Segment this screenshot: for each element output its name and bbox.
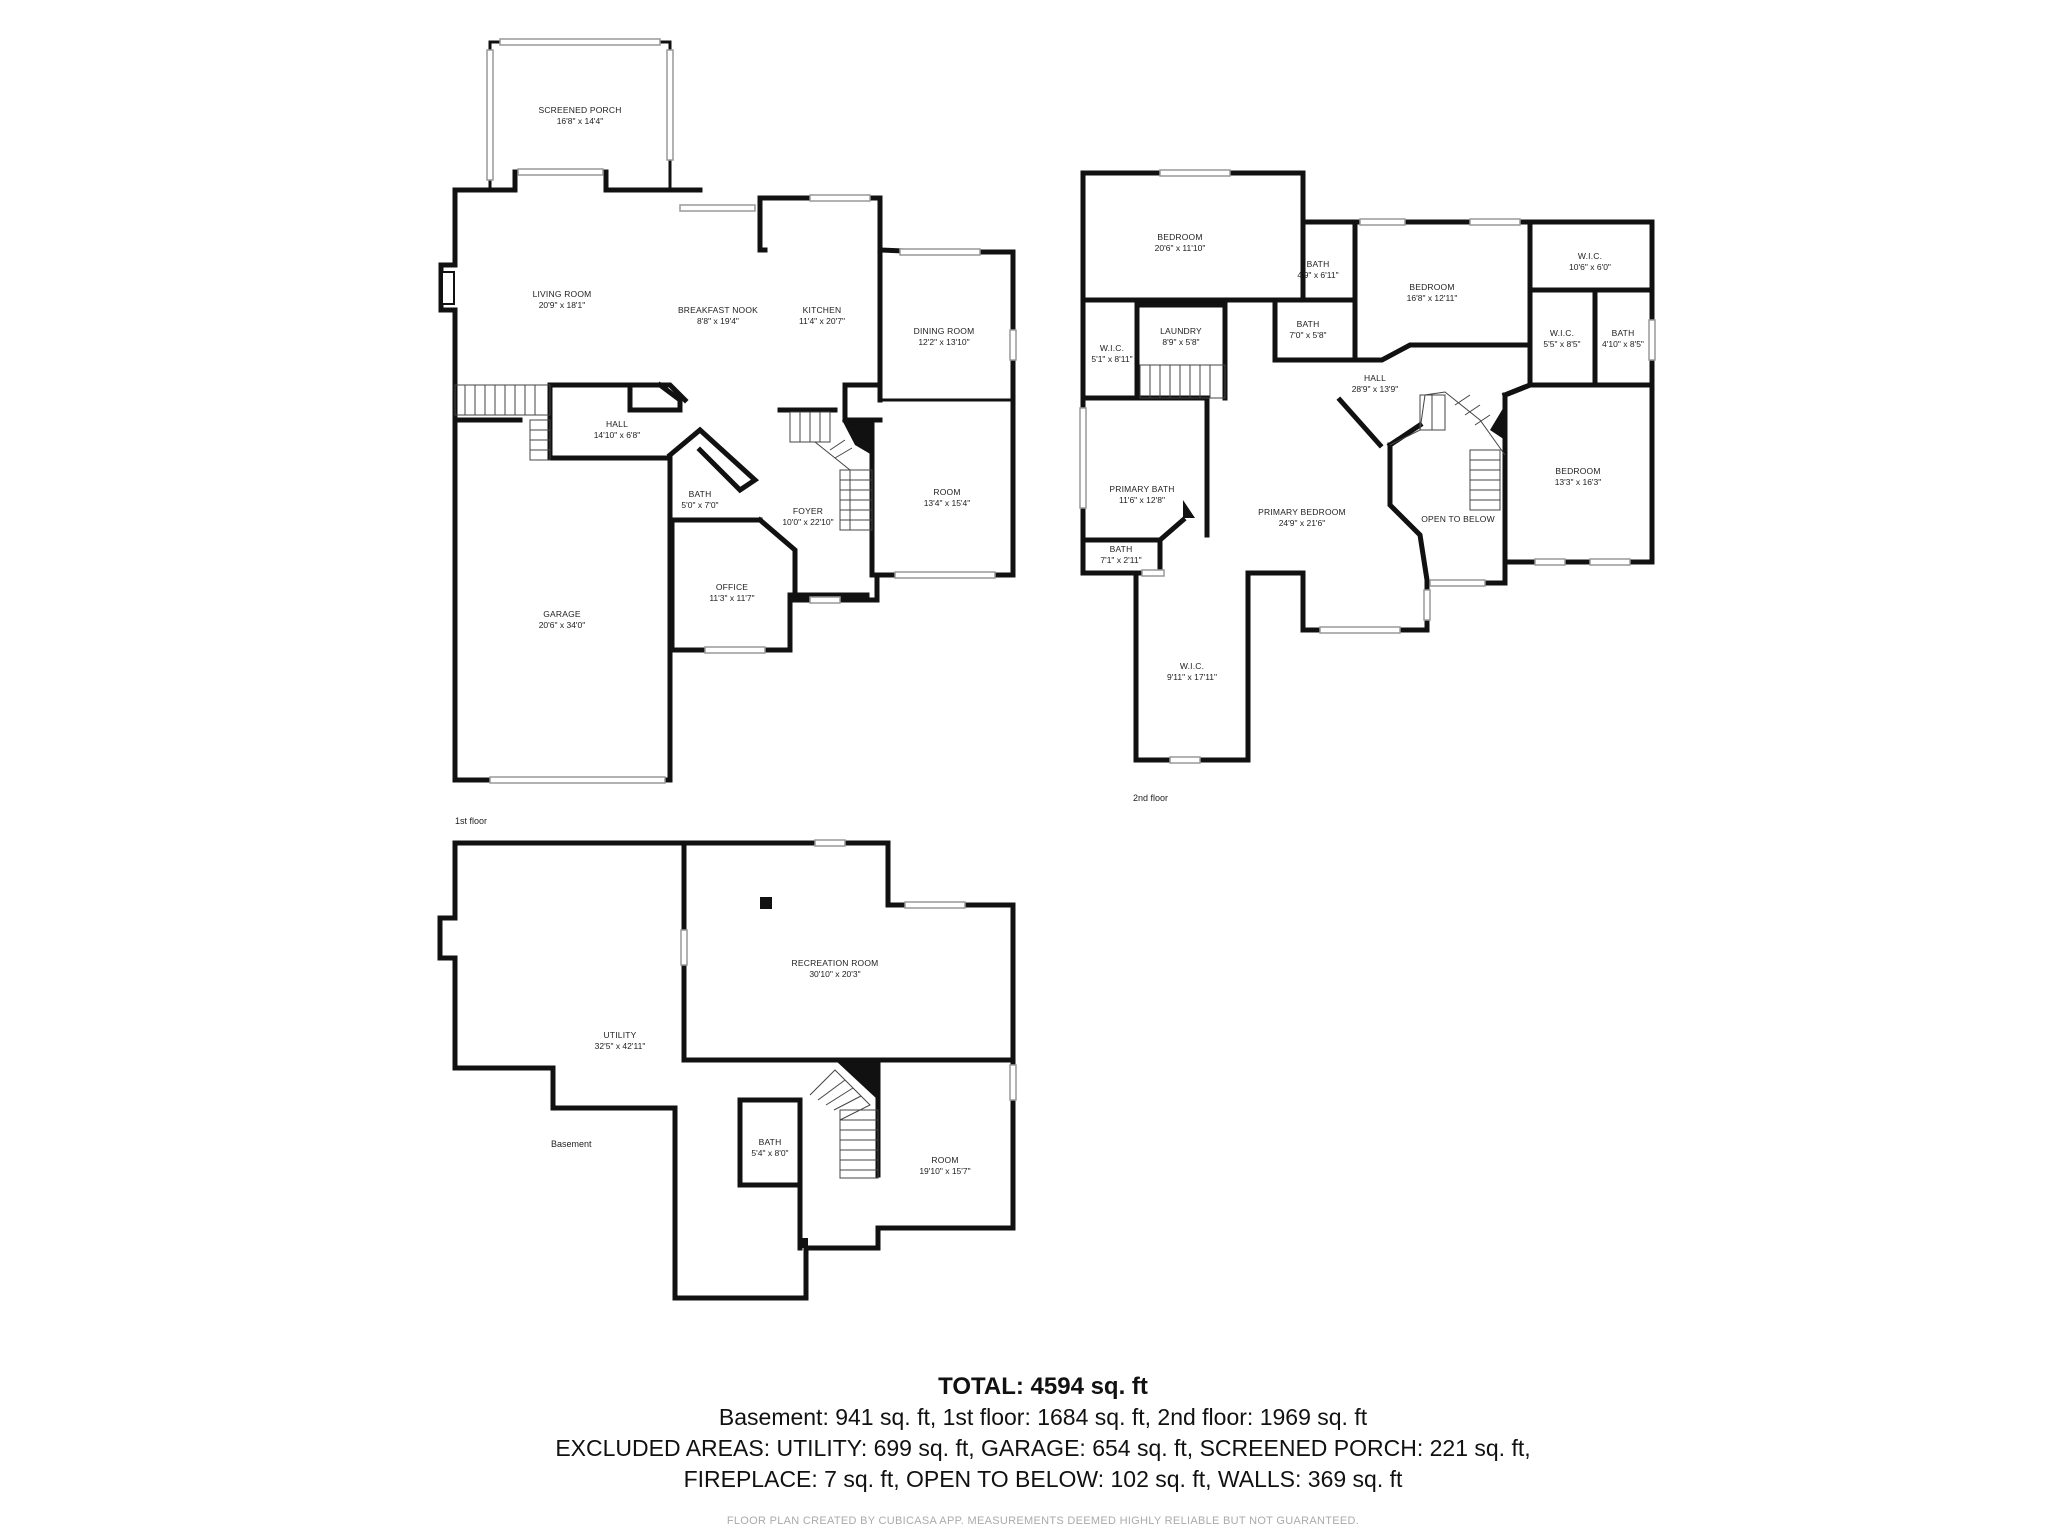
room-name-room-basement: ROOM [931, 1155, 958, 1165]
room-name-office: OFFICE [716, 582, 748, 592]
first-floor-plan: SCREENED PORCH 16'8" x 14'4" LIVING ROOM… [438, 38, 1017, 826]
room-dims-wic-d: 9'11" x 17'11" [1167, 672, 1217, 682]
room-dims-office: 11'3" x 11'7" [709, 593, 754, 603]
room-dims-room: 13'4" x 15'4" [924, 498, 971, 508]
room-name-living-room: LIVING ROOM [533, 289, 592, 299]
room-dims-bath-basement: 5'4" x 8'0" [751, 1148, 788, 1158]
summary-line-3: FIREPLACE: 7 sq. ft, OPEN TO BELOW: 102 … [684, 1466, 1403, 1492]
room-dims-bedroom-b: 16'8" x 12'11" [1407, 293, 1458, 303]
fireplace [441, 271, 455, 305]
second-floor-stairs [1139, 364, 1506, 511]
room-name-bath-d: BATH [1110, 544, 1133, 554]
room-dims-bath-c: 4'10" x 8'5" [1602, 339, 1644, 349]
room-dims-bedroom-c: 13'3" x 16'3" [1555, 477, 1602, 487]
room-name-utility: UTILITY [603, 1030, 636, 1040]
room-name-recreation-room: RECREATION ROOM [792, 958, 879, 968]
room-dims-dining-room: 12'2" x 13'10" [918, 337, 969, 347]
room-name-bath-b: BATH [1297, 319, 1320, 329]
room-name-dining-room: DINING ROOM [914, 326, 975, 336]
room-name-wic-a: W.I.C. [1578, 251, 1602, 261]
room-name-bedroom-c: BEDROOM [1555, 466, 1600, 476]
room-dims-bath-b: 7'0" x 5'8" [1289, 330, 1326, 340]
room-dims-recreation-room: 30'10" x 20'3" [809, 969, 860, 979]
room-name-screened-porch: SCREENED PORCH [538, 105, 621, 115]
disclaimer: FLOOR PLAN CREATED BY CUBICASA APP. MEAS… [727, 1515, 1359, 1527]
room-dims-hall: 14'10" x 6'8" [594, 430, 641, 440]
floor-label-basement: Basement [551, 1139, 592, 1149]
room-dims-primary-bath: 11'6" x 12'8" [1119, 495, 1165, 505]
room-name-breakfast-nook: BREAKFAST NOOK [678, 305, 758, 315]
first-floor-stairs [454, 384, 873, 531]
room-dims-living-room: 20'9" x 18'1" [539, 300, 586, 310]
room-name-wic-d: W.I.C. [1180, 661, 1204, 671]
room-dims-room-basement: 19'10" x 15'7" [919, 1166, 970, 1176]
second-floor-outer-wall [1080, 170, 1655, 763]
area-summary: TOTAL: 4594 sq. ft Basement: 941 sq. ft,… [555, 1373, 1530, 1527]
room-name-bath-basement: BATH [759, 1137, 782, 1147]
room-dims-screened-porch: 16'8" x 14'4" [557, 116, 604, 126]
room-dims-kitchen: 11'4" x 20'7" [799, 316, 845, 326]
room-name-kitchen: KITCHEN [803, 305, 842, 315]
screened-porch [486, 38, 674, 192]
summary-line-2: EXCLUDED AREAS: UTILITY: 699 sq. ft, GAR… [555, 1435, 1530, 1461]
room-name-wic-b: W.I.C. [1100, 343, 1124, 353]
room-dims-bath: 5'0" x 7'0" [681, 500, 718, 510]
room-name-bath: BATH [689, 489, 712, 499]
room-name-bedroom-a: BEDROOM [1157, 232, 1202, 242]
room-dims-primary-bedroom: 24'9" x 21'6" [1279, 518, 1326, 528]
room-dims-bath-d: 7'1" x 2'11" [1100, 555, 1141, 565]
room-dims-wic-c: 5'5" x 8'5" [1543, 339, 1580, 349]
room-name-hall-2: HALL [1364, 373, 1386, 383]
room-name-bedroom-b: BEDROOM [1409, 282, 1454, 292]
room-dims-breakfast-nook: 8'8" x 19'4" [697, 316, 739, 326]
room-name-wic-c: W.I.C. [1550, 328, 1574, 338]
room-dims-foyer: 10'0" x 22'10" [782, 517, 833, 527]
room-dims-bedroom-a: 20'6" x 11'10" [1155, 243, 1206, 253]
basement-plan: RECREATION ROOM 30'10" x 20'3" UTILITY 3… [437, 839, 1017, 1301]
room-name-foyer: FOYER [793, 506, 823, 516]
basement-outer-wall [437, 840, 1016, 1301]
basement-stairs [809, 1069, 879, 1179]
room-name-bath-a: BATH [1307, 259, 1330, 269]
room-name-open-to-below: OPEN TO BELOW [1421, 514, 1495, 524]
summary-line-1: Basement: 941 sq. ft, 1st floor: 1684 sq… [719, 1404, 1368, 1430]
room-dims-hall-2: 28'9" x 13'9" [1352, 384, 1399, 394]
room-name-laundry: LAUNDRY [1160, 326, 1202, 336]
room-dims-bath-a: 4'9" x 6'11" [1297, 270, 1338, 280]
room-name-hall: HALL [606, 419, 628, 429]
room-dims-utility: 32'5" x 42'11" [595, 1041, 646, 1051]
room-dims-garage: 20'6" x 34'0" [539, 620, 586, 630]
room-name-primary-bedroom: PRIMARY BEDROOM [1258, 507, 1346, 517]
summary-total: TOTAL: 4594 sq. ft [938, 1373, 1148, 1400]
floor-label-first: 1st floor [455, 816, 487, 826]
room-dims-wic-b: 5'1" x 8'11" [1091, 354, 1132, 364]
first-floor-outer-wall [438, 187, 1016, 783]
room-dims-wic-a: 10'6" x 6'0" [1569, 262, 1611, 272]
room-dims-laundry: 8'9" x 5'8" [1162, 337, 1199, 347]
room-name-room: ROOM [933, 487, 960, 497]
room-name-primary-bath: PRIMARY BATH [1109, 484, 1174, 494]
room-name-bath-c: BATH [1612, 328, 1635, 338]
floor-label-second: 2nd floor [1133, 793, 1168, 803]
second-floor-plan: BEDROOM 20'6" x 11'10" BATH 4'9" x 6'11"… [1079, 169, 1656, 803]
room-name-garage: GARAGE [543, 609, 581, 619]
